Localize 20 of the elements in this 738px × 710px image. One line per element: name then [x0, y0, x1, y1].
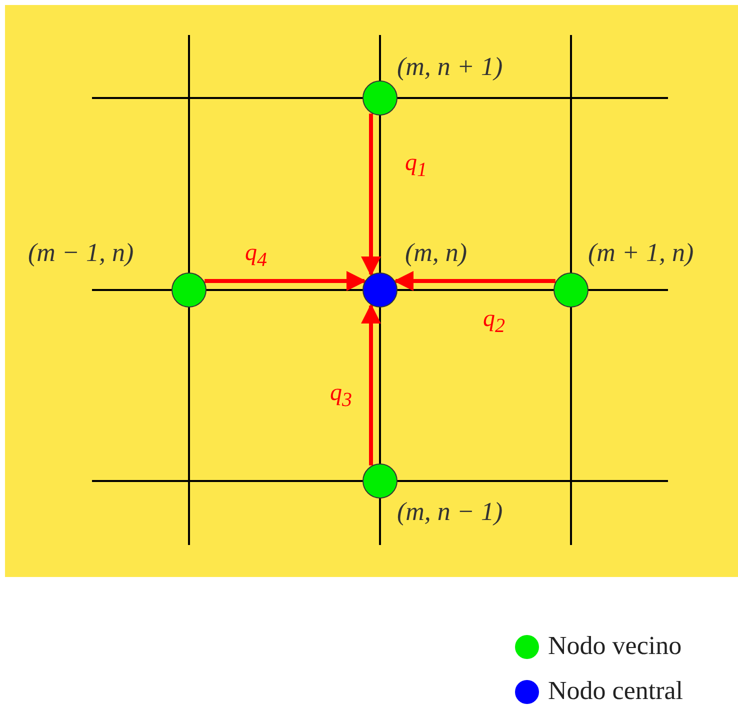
coordinate-label: (m, n − 1) [397, 497, 503, 527]
arrow [394, 271, 556, 291]
node-circle [553, 272, 589, 308]
arrow [361, 304, 381, 466]
coordinate-label: (m, n) [405, 238, 468, 268]
edge-label: q$_{2}$ [483, 306, 505, 338]
legend-label: Nodo central [548, 676, 684, 706]
arrow [204, 271, 366, 291]
coordinate-label: (m, n + 1) [397, 52, 503, 82]
edge-label: q$_{1}$ [405, 150, 427, 182]
coordinate-label: (m + 1, n) [588, 238, 694, 268]
coordinate-label: (m − 1, n) [28, 238, 134, 268]
node-circle [171, 272, 207, 308]
edge-label: q$_{4}$ [245, 240, 267, 272]
node-circle [362, 463, 398, 499]
node-circle [362, 80, 398, 116]
node-circle [362, 272, 398, 308]
arrow [361, 114, 381, 276]
legend-label: Nodo vecino [548, 631, 682, 661]
edge-label: q$_{3}$ [330, 380, 352, 412]
